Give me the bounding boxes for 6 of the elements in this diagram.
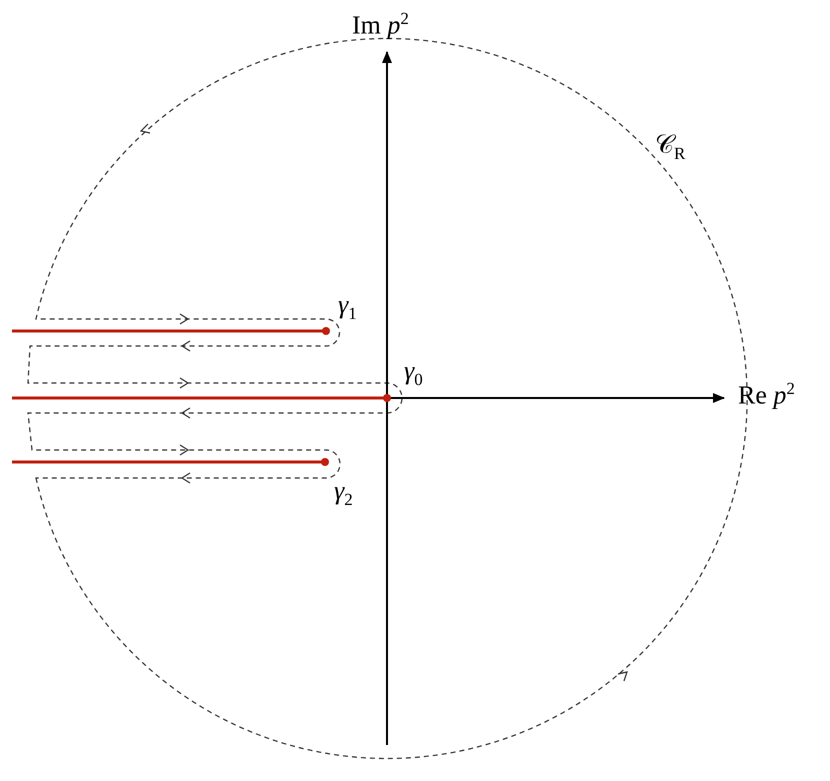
contour-label: γ$_{1}$ — [338, 292, 357, 322]
axis-label: Re p$^{2}$ — [738, 380, 795, 409]
contour-label: γ$_{2}$ — [334, 478, 353, 508]
contour-label: γ$_{0}$ — [404, 358, 423, 388]
axis-label: Im p$^{2}$ — [352, 10, 409, 39]
contour-label: 𝒞$_{R}$ — [655, 132, 686, 162]
